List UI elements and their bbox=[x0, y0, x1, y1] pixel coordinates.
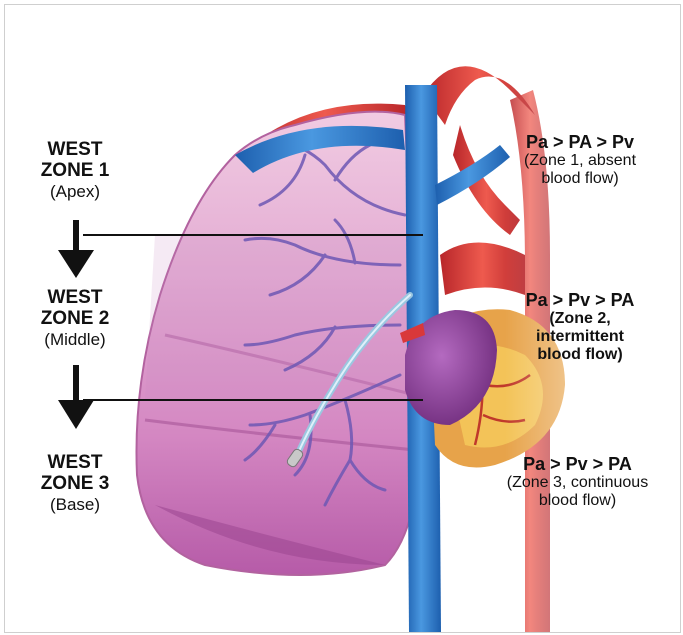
zone-3-relation: Pa > Pv > PA bbox=[485, 454, 670, 474]
zone-2-pressure: Pa > Pv > PA (Zone 2, intermittent blood… bbox=[500, 290, 660, 364]
zone-2-relation: Pa > Pv > PA bbox=[500, 290, 660, 310]
zone-3-line2: ZONE 3 bbox=[19, 473, 131, 494]
zone-3-desc2: blood flow) bbox=[485, 492, 670, 510]
zone-3-sub: (Base) bbox=[19, 495, 131, 514]
zone-3-label: WEST ZONE 3 (Base) bbox=[19, 452, 131, 514]
zone-1-desc1: (Zone 1, absent bbox=[495, 152, 665, 170]
zone-2-line2: ZONE 2 bbox=[19, 308, 131, 329]
zone-2-desc3: blood flow) bbox=[500, 346, 660, 364]
zone-2-sub: (Middle) bbox=[19, 330, 131, 349]
zone-1-sub: (Apex) bbox=[19, 182, 131, 201]
zone-2-desc2: intermittent bbox=[500, 328, 660, 346]
zone-1-desc2: blood flow) bbox=[495, 170, 665, 188]
zone-1-line1: WEST bbox=[19, 139, 131, 160]
zone-2-tint bbox=[145, 235, 423, 400]
zone-3-desc1: (Zone 3, continuous bbox=[485, 474, 670, 492]
diagram-frame: WEST ZONE 1 (Apex) WEST ZONE 2 (Middle) … bbox=[4, 4, 681, 633]
zone-2-label: WEST ZONE 2 (Middle) bbox=[19, 287, 131, 349]
zone-2-line1: WEST bbox=[19, 287, 131, 308]
zone-3-pressure: Pa > Pv > PA (Zone 3, continuous blood f… bbox=[485, 454, 670, 510]
down-arrow-icon bbox=[58, 365, 94, 429]
zone-1-relation: Pa > PA > Pv bbox=[495, 132, 665, 152]
down-arrow-icon bbox=[58, 220, 94, 278]
zone-2-desc1: (Zone 2, bbox=[500, 310, 660, 328]
zone-1-label: WEST ZONE 1 (Apex) bbox=[19, 139, 131, 201]
zone-1-pressure: Pa > PA > Pv (Zone 1, absent blood flow) bbox=[495, 132, 665, 188]
zone-1-line2: ZONE 1 bbox=[19, 160, 131, 181]
zone-3-line1: WEST bbox=[19, 452, 131, 473]
